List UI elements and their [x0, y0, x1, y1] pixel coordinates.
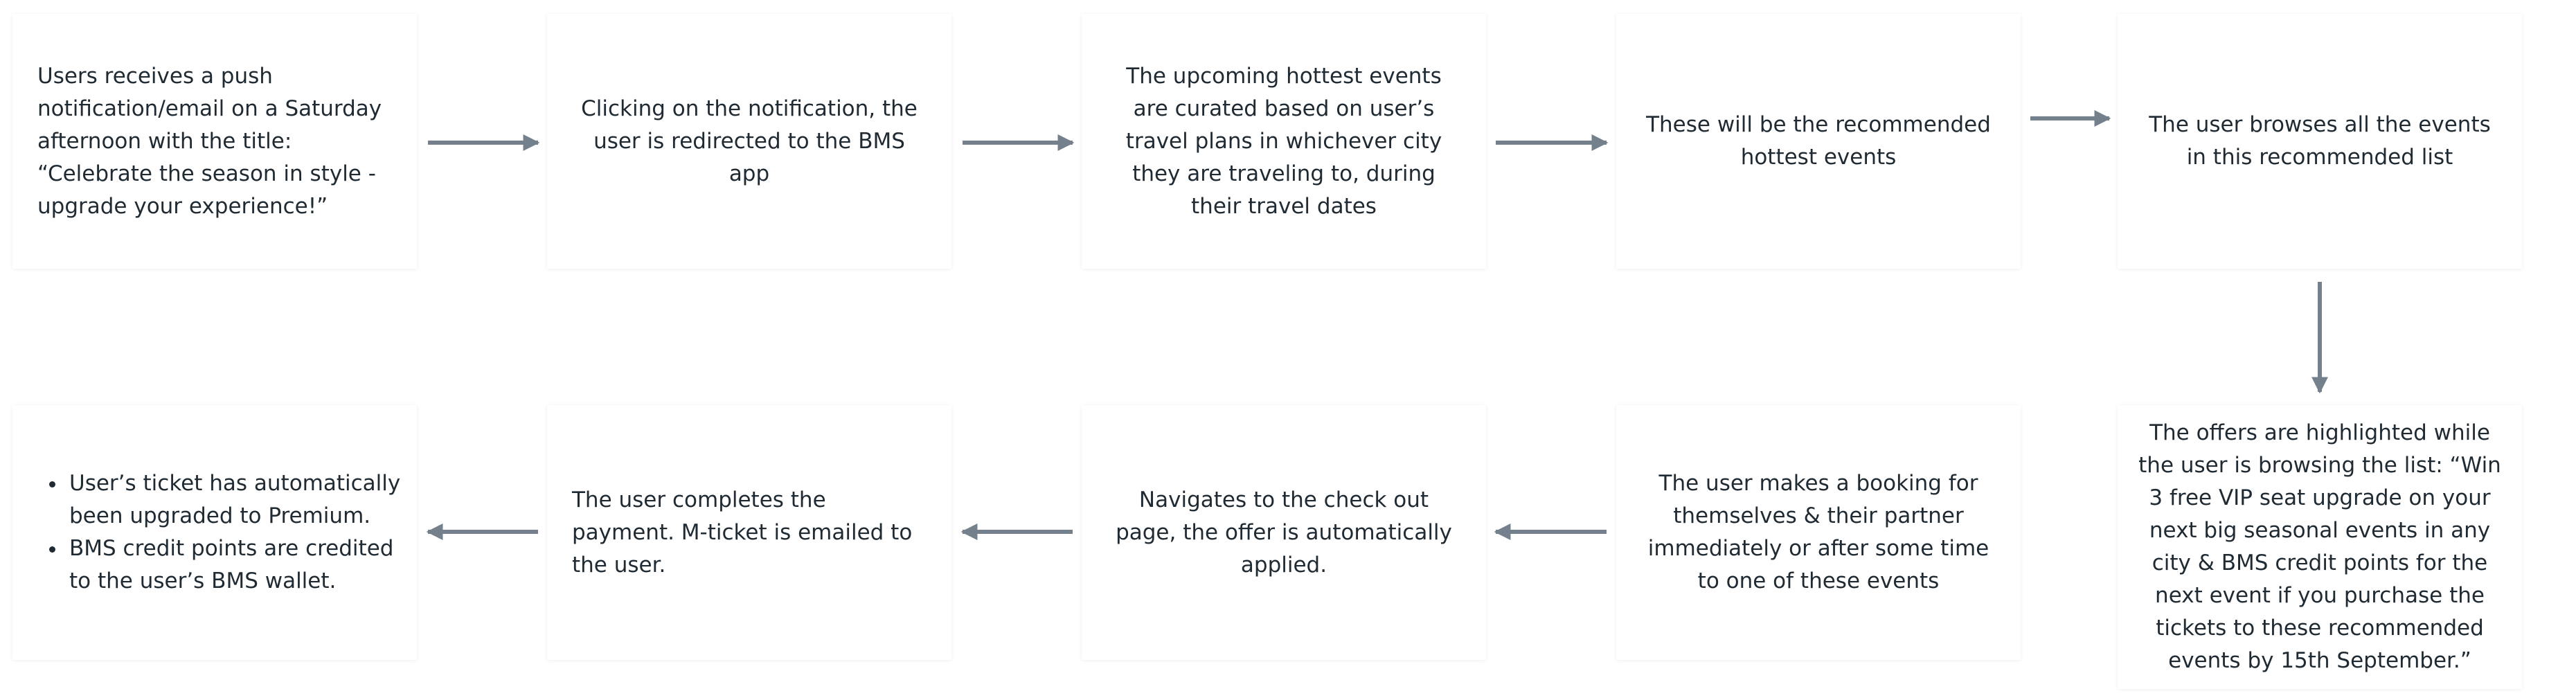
step-card-result: User’s ticket has automatically been upg… — [12, 405, 417, 660]
step-card-offers-highlighted: The offers are highlighted while the use… — [2118, 405, 2522, 689]
step-text: The user completes the payment. M-ticket… — [572, 487, 913, 578]
step-text: Navigates to the check out page, the off… — [1116, 487, 1452, 578]
step-card-recommended-events: These will be the recommended hottest ev… — [1616, 14, 2021, 269]
step-text: The user makes a booking for themselves … — [1647, 471, 1989, 593]
step-text: Users receives a push notification/email… — [37, 63, 382, 219]
step-text: Clicking on the notification, the user i… — [581, 96, 918, 186]
step-text: The offers are highlighted while the use… — [2138, 420, 2501, 673]
result-bullet-upgrade: User’s ticket has automatically been upg… — [66, 467, 403, 533]
step-card-make-booking: The user makes a booking for themselves … — [1616, 405, 2021, 660]
step-card-redirect-app: Clicking on the notification, the user i… — [547, 14, 951, 269]
step-card-payment: The user completes the payment. M-ticket… — [547, 405, 951, 660]
step-card-push-notification: Users receives a push notification/email… — [12, 14, 417, 269]
step-text: These will be the recommended hottest ev… — [1646, 112, 1991, 170]
step-card-checkout: Navigates to the check out page, the off… — [1082, 405, 1486, 660]
result-bullet-list: User’s ticket has automatically been upg… — [26, 467, 403, 598]
result-bullet-credits: BMS credit points are credited to the us… — [66, 533, 403, 598]
step-card-browse-list: The user browses all the events in this … — [2118, 14, 2522, 269]
step-text: The user browses all the events in this … — [2149, 112, 2491, 170]
step-card-curated-events: The upcoming hottest events are curated … — [1082, 14, 1486, 269]
step-text: The upcoming hottest events are curated … — [1125, 63, 1442, 219]
